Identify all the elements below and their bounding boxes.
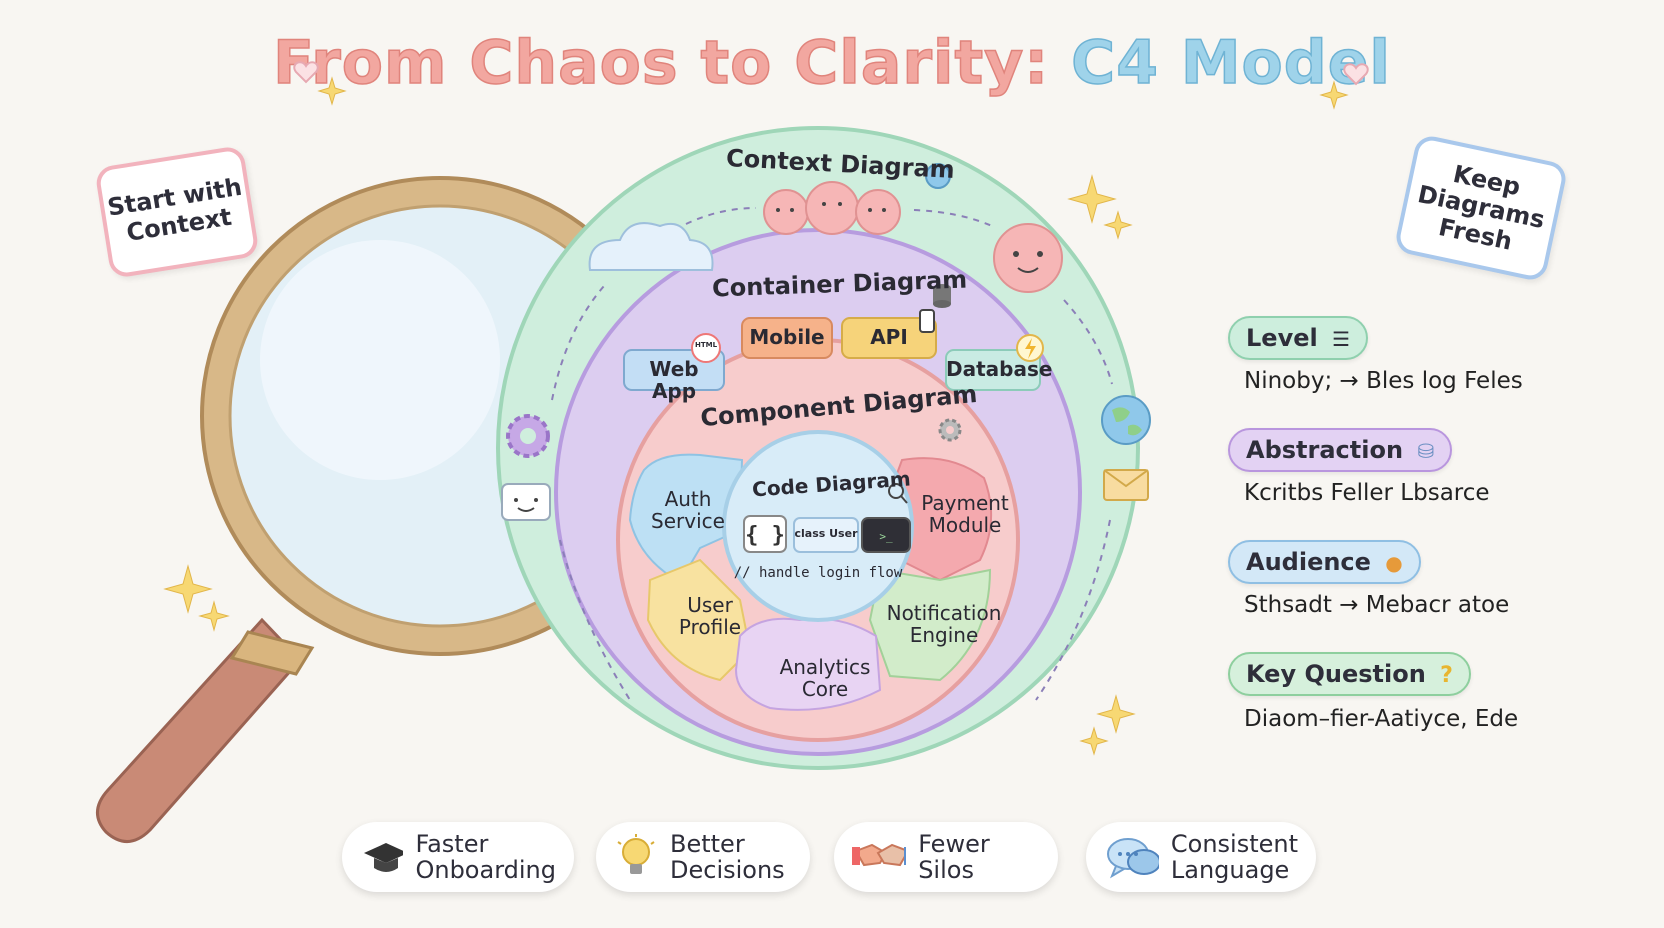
code-comment: // handle login flow [733,565,903,581]
sparkle-icon [1319,80,1349,110]
benefit-better-decisions-label: Better Decisions [670,829,785,884]
page-title: From Chaos to Clarity: C4 Model [0,27,1664,99]
puzzle-auth [628,453,744,584]
legend-key-question-label: Key Question [1246,660,1426,688]
legend-audience-text: Sthsadt → Mebacr atoe [1244,592,1510,618]
sparkle-icon [1103,210,1133,240]
flow-arrow [1063,299,1113,385]
sparkle-icon [317,76,347,106]
envelope-icon [1103,469,1149,501]
flow-arrow [685,207,757,225]
container-web-app: Web App [649,357,699,403]
graduation-cap-icon [364,843,404,872]
class-box [793,517,859,553]
person-icon: ● [1385,551,1403,575]
terminal-box [861,517,911,553]
component-notification-engine: Notification Engine [886,601,1002,647]
sparkle-icon [198,600,230,632]
benefit-fewer-silos-label: Fewer Silos [918,829,1040,884]
database-icon [933,284,951,308]
class-user-label: class User [794,527,858,540]
note-left-label: Start with Context [105,173,244,247]
sparkle-icon [163,564,213,614]
component-analytics-core: Analytics Core [779,655,871,701]
globe-icon [1101,395,1151,445]
legend-audience-label: Audience [1246,548,1371,576]
benefit-faster-onboarding: Faster Onboarding [342,822,574,892]
note-right-label: Keep Diagrams Fresh [1415,159,1548,256]
legend-level-label: Level [1246,324,1318,352]
heart-icon [1343,63,1369,86]
html-badge-label: HTML [694,341,718,349]
smiley-box-icon [501,483,551,521]
legend-pill-abstraction: Abstraction ⛁ [1228,428,1453,472]
heart-icon [293,61,319,84]
legend-pill-key-question: Key Question ? [1228,652,1471,696]
person-face-icon [993,223,1063,293]
sparkle-icon [1096,694,1136,734]
flow-arrow [559,539,631,701]
database-icon: ⛁ [1417,439,1435,463]
benefit-line2: Language [1170,856,1290,884]
title-part-1: From Chaos to Clarity: [272,27,1072,99]
legend-key-question-text: Diaom–fier-Aatiyce, Ede [1244,706,1519,732]
benefit-line2: Decisions [670,856,785,884]
people-group-icon [763,181,901,235]
gear-icon [506,414,550,458]
cloud-icon [588,222,714,271]
legend-abstraction-label: Abstraction [1246,436,1404,464]
svg-text:>_: >_ [879,530,893,543]
component-auth-service: Auth Service [651,487,725,533]
component-payment-module: Payment Module [921,491,1009,537]
container-mobile: Mobile [749,325,825,349]
benefit-fewer-silos: Fewer Silos [834,822,1058,892]
puzzle-analytics [734,617,882,711]
legend-pill-level: Level ☰ [1228,316,1369,360]
sparkle-icon [1067,174,1117,224]
benefit-faster-onboarding-label: Faster Onboarding [415,829,556,884]
container-database: Database [946,357,1053,381]
flow-arrow [1035,519,1111,701]
stack-icon: ☰ [1332,327,1351,351]
benefit-line1: Fewer Silos [918,829,990,884]
lightbulb-icon [617,834,655,874]
benefit-consistent-language-label: Consistent Language [1170,829,1298,884]
question-icon: ? [1440,663,1453,688]
speech-bubble-icon [1107,838,1159,879]
component-user-profile: User Profile [678,593,742,639]
magnifier-handle [96,617,315,843]
benefit-better-decisions: Better Decisions [596,822,810,892]
legend-pill-audience: Audience ● [1228,540,1421,584]
sparkle-icon [1079,726,1109,756]
benefit-line2: Onboarding [415,856,556,884]
search-icon [888,483,904,499]
flow-arrow [551,285,605,401]
puzzle-notif [868,568,992,682]
phone-icon [919,309,935,333]
start-with-context-note: Start with Context [94,144,260,280]
container-api: API [870,325,908,349]
braces-box [743,515,787,553]
legend-level-text: Ninoby; → Bles log Feles [1244,368,1523,394]
html-badge-icon [691,333,721,363]
globe-icon [925,163,951,189]
legend-abstraction-text: Kcritbs Feller Lbsarce [1244,480,1490,506]
folder-mobile [741,317,833,359]
benefit-consistent-language: Consistent Language [1086,822,1316,892]
folder-api [841,317,937,359]
svg-text:{ }: { } [745,523,785,548]
benefit-line1: Better [670,829,745,858]
benefit-line1: Faster [415,829,489,858]
benefit-line1: Consistent [1170,829,1298,858]
handshake-icon [852,843,907,867]
folder-database [945,349,1041,391]
title-part-2: C4 Model [1070,27,1391,99]
flow-arrow [913,209,993,227]
